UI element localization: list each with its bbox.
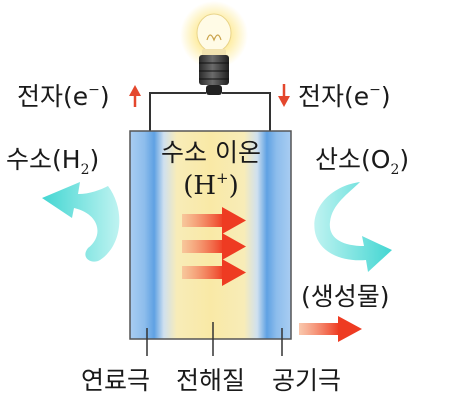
- ion-formula: (H+): [183, 169, 239, 201]
- hydrogen-label: 수소(H2): [6, 145, 99, 178]
- right-electron-label: 전자(e−): [298, 82, 391, 111]
- anode-label: 연료극: [81, 366, 150, 395]
- light-bulb-icon: [180, 1, 248, 95]
- hydrogen-flow-arrow: [42, 182, 120, 262]
- left-electron-label: 전자(e−): [17, 82, 110, 111]
- oxygen-label: 산소(O2): [315, 145, 409, 178]
- cathode-label: 공기극: [272, 366, 341, 395]
- ion-arrow-1: [182, 207, 246, 234]
- ion-arrow-3: [182, 259, 246, 286]
- oxygen-flow-arrow: [314, 182, 392, 272]
- electron-down-arrow: [278, 84, 290, 107]
- ion-arrow-2: [182, 233, 246, 260]
- product-arrow: [299, 316, 362, 342]
- ion-label: 수소 이온: [161, 138, 261, 167]
- fuel-cell-body: [129, 130, 292, 340]
- external-wire: [149, 92, 271, 131]
- electrolyte-label: 전해질: [176, 366, 245, 395]
- electron-up-arrow: [129, 85, 141, 107]
- product-label: (생성물): [301, 282, 390, 311]
